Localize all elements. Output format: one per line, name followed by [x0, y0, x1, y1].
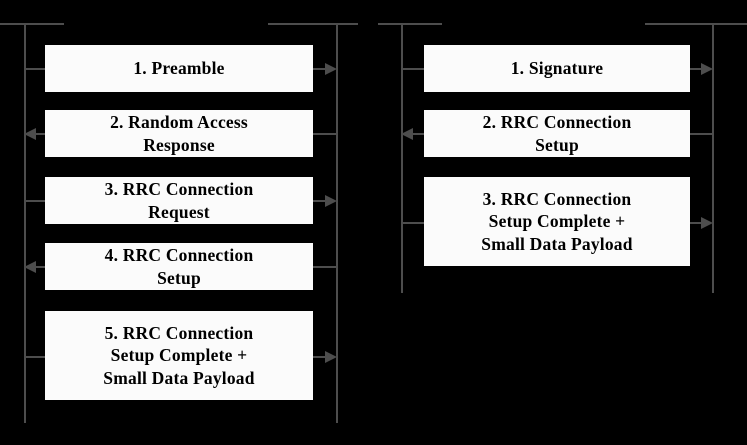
right-message-2-stem-right — [689, 133, 714, 135]
left-message-4-box[interactable]: 4. RRC Connection Setup — [45, 243, 313, 290]
left-message-3-stem-left — [24, 200, 48, 202]
left-message-2-box[interactable]: 2. Random Access Response — [45, 110, 313, 157]
left-diagram-enb-lifeline — [336, 23, 338, 423]
right-diagram-right-actor-rule — [645, 23, 747, 25]
right-diagram-enb-lifeline — [712, 23, 714, 293]
right-message-2-arrowhead — [401, 128, 413, 140]
right-message-3-box[interactable]: 3. RRC Connection Setup Complete + Small… — [424, 177, 690, 266]
left-message-5-box[interactable]: 5. RRC Connection Setup Complete + Small… — [45, 311, 313, 400]
left-message-4-stem-right — [312, 266, 338, 268]
right-message-1-box[interactable]: 1. Signature — [424, 45, 690, 92]
right-message-2-box[interactable]: 2. RRC Connection Setup — [424, 110, 690, 157]
right-message-3-arrowhead — [701, 217, 713, 229]
left-message-5-stem-right — [312, 356, 328, 358]
left-message-1-stem-right — [312, 68, 328, 70]
right-diagram-left-actor-rule — [378, 23, 442, 25]
right-message-3-stem-left — [401, 222, 425, 224]
left-diagram-left-actor-rule — [0, 23, 64, 25]
left-message-4-stem-left — [34, 266, 48, 268]
left-message-1-box[interactable]: 1. Preamble — [45, 45, 313, 92]
right-message-2-stem-left — [411, 133, 425, 135]
left-message-1-stem-left — [24, 68, 48, 70]
left-message-3-arrowhead — [325, 195, 337, 207]
left-diagram-ue-lifeline — [24, 23, 26, 423]
left-message-3-stem-right — [312, 200, 328, 202]
left-message-3-box[interactable]: 3. RRC Connection Request — [45, 177, 313, 224]
left-message-5-stem-left — [24, 356, 48, 358]
left-diagram-right-actor-rule — [268, 23, 358, 25]
left-message-2-stem-right — [312, 133, 338, 135]
left-message-2-arrowhead — [24, 128, 36, 140]
left-message-4-arrowhead — [24, 261, 36, 273]
right-diagram-ue-lifeline — [401, 23, 403, 293]
left-message-2-stem-left — [34, 133, 48, 135]
right-message-3-stem-right — [689, 222, 705, 224]
right-message-1-arrowhead — [701, 63, 713, 75]
right-message-1-stem-right — [689, 68, 705, 70]
right-message-1-stem-left — [401, 68, 425, 70]
left-message-5-arrowhead — [325, 351, 337, 363]
left-message-1-arrowhead — [325, 63, 337, 75]
